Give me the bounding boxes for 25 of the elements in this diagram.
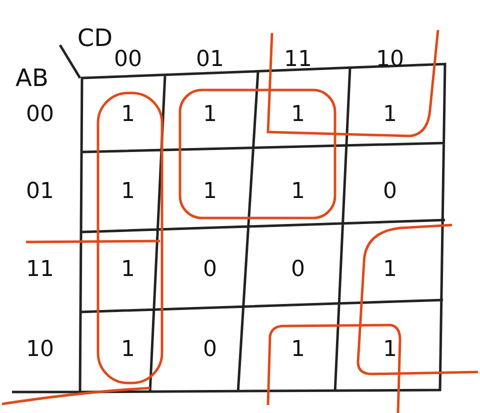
row-header: 10 [26,339,54,361]
variable-label: AB [16,66,48,90]
row-header: 01 [26,181,54,203]
column-header: 01 [196,49,224,71]
row-header: 00 [26,104,54,126]
cell-value: 1 [291,104,305,126]
cell-value: 1 [121,339,135,361]
cell-value: 1 [121,104,135,126]
row-header: 11 [26,259,54,281]
cell-value: 0 [203,259,217,281]
cell-value: 1 [383,104,397,126]
cell-value: 1 [121,181,135,203]
variable-label: CD [77,26,113,50]
cell-value: 1 [291,339,305,361]
cell-value: 1 [383,339,397,361]
column-header: 00 [114,49,142,71]
cell-value: 0 [291,259,305,281]
cell-value: 1 [383,259,397,281]
cell-value: 1 [203,104,217,126]
cell-value: 1 [203,181,217,203]
column-header: 11 [284,49,312,71]
cell-value: 0 [203,339,217,361]
cell-value: 1 [121,259,135,281]
cell-value: 1 [291,181,305,203]
cell-value: 0 [383,181,397,203]
